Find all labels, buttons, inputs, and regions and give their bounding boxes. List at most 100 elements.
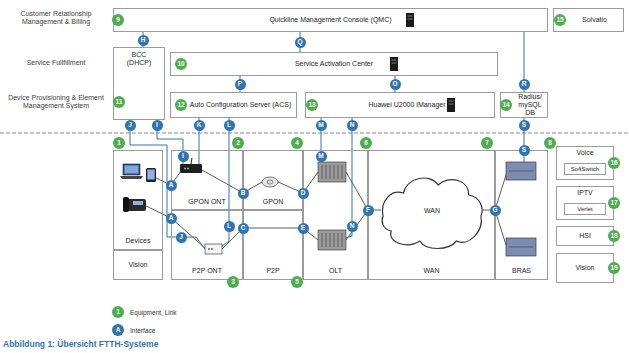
node-label: SoftSwitch: [571, 166, 599, 173]
node-label: Huawei U2000 iManager: [368, 101, 445, 109]
server-icon: [390, 57, 398, 71]
system-box: BCC (DHCP): [113, 47, 165, 120]
interface-letter: L: [224, 120, 235, 131]
interface-letter: I: [178, 151, 189, 162]
node-label: Verlet: [577, 206, 592, 213]
interface-letter: D: [298, 188, 309, 199]
equipment-number: 13: [306, 99, 318, 111]
equipment-number: 7: [481, 137, 493, 149]
node-label: IPTV: [577, 189, 593, 197]
layer-label: Device Provisioning & Element Management…: [4, 94, 108, 111]
service-box: HSI: [556, 226, 614, 246]
interface-wire: [171, 150, 524, 249]
interface-letter: A: [166, 180, 177, 191]
olt-icon: [318, 162, 346, 182]
service-box: VoiceSoftSwitch: [556, 146, 614, 180]
equipment-number: 18: [608, 230, 620, 242]
equipment-number: 15: [554, 14, 566, 26]
equipment-box: P2P: [243, 210, 303, 280]
splitter-icon: [262, 177, 278, 187]
interface-link: [130, 120, 171, 237]
interface-link: [229, 118, 230, 210]
equipment-box: OLT: [303, 150, 368, 280]
equipment-number: 6: [360, 137, 372, 149]
olt-icon: [318, 230, 346, 250]
legend-text: Interface: [130, 327, 155, 334]
node-label: HSI: [579, 232, 591, 240]
node-label: OLT: [329, 267, 342, 275]
service-box: IPTV Verlet: [556, 186, 614, 220]
interface-letter: I: [152, 120, 163, 131]
layer-label: Service Fullfillment: [4, 59, 108, 67]
interface-letter: R: [519, 79, 530, 90]
node-label: Auto Configuration Server (ACS): [190, 101, 292, 109]
platform-box: Verlet: [564, 203, 606, 215]
phone-icon: [123, 197, 146, 212]
equipment-box: GPON: [243, 150, 303, 210]
equipment-number: 11: [113, 96, 125, 108]
server-icon: [406, 13, 414, 27]
equipment-number: 9: [112, 14, 124, 26]
bras-icon: [506, 238, 536, 256]
node-label: Vision: [129, 261, 148, 269]
legend-item: Equipment, Link: [112, 306, 177, 318]
equipment-number: 16: [608, 157, 620, 169]
equipment-box: P2P ONT: [171, 210, 243, 280]
interface-letter: F: [363, 205, 374, 216]
laptop-icon: [120, 164, 143, 179]
figure-caption: Abbildung 1: Übersicht FTTH-Systeme: [3, 339, 158, 349]
interface-letter: G: [490, 205, 501, 216]
interface-letter: E: [298, 223, 309, 234]
interface-letter: B: [238, 188, 249, 199]
interface-letter: N: [347, 221, 358, 232]
node-label: Radius/ mySQL DB: [513, 93, 547, 117]
node-label: P2P ONT: [192, 267, 222, 275]
system-box: Service Activation Center: [170, 52, 498, 76]
interface-letter: C: [238, 223, 249, 234]
interface-letter: P: [235, 79, 246, 90]
equipment-number: 3: [227, 276, 239, 288]
legend-symbol-text: 1: [112, 306, 124, 318]
p2p-device-icon: [205, 244, 222, 254]
bras-icon: [506, 162, 536, 180]
node-label: Quickline Management Console (QMC): [269, 16, 391, 24]
interface-letter: S: [519, 145, 530, 156]
equipment-box: WAN WAN: [368, 150, 495, 280]
tablet-icon: [146, 168, 156, 182]
interface-letter: S: [519, 120, 530, 131]
node-label: Voice: [576, 149, 593, 157]
equipment-box: Vision: [113, 250, 163, 280]
equipment-number: 19: [608, 262, 620, 274]
cloud-shape: [382, 178, 482, 248]
equipment-number: 17: [608, 197, 620, 209]
node-label: WAN: [424, 207, 440, 215]
interface-letter: K: [194, 120, 205, 131]
server-icon: [447, 98, 455, 112]
system-box: Quickline Management Console (QMC): [113, 8, 548, 32]
service-box: Vision: [556, 253, 614, 283]
equipment-number: 1: [113, 137, 125, 149]
node-label: Solvatio: [582, 16, 607, 24]
interface-letter: N: [347, 120, 358, 131]
wan-cloud: WAN: [381, 171, 483, 251]
node-label: GPON ONT: [188, 198, 225, 206]
platform-box: SoftSwitch: [564, 163, 606, 175]
separator-line: [0, 133, 629, 134]
interface-letter: L: [224, 221, 235, 232]
equipment-number: 14: [500, 99, 512, 111]
legend-text: Equipment, Link: [130, 309, 177, 316]
equipment-number: 4: [291, 137, 303, 149]
node-label: WAN: [423, 267, 439, 275]
interface-letter: Q: [295, 37, 306, 48]
node-label: BCC (DHCP): [124, 51, 154, 67]
equipment-number: 12: [175, 99, 187, 111]
system-box: Huawei U2000 iManager: [305, 92, 495, 118]
node-label: GPON: [263, 198, 284, 206]
equipment-box: Devices: [113, 150, 163, 250]
layer-label: Customer Relationship Management & Billi…: [4, 10, 108, 27]
node-label: Service Activation Center: [295, 60, 373, 68]
interface-letter: H: [138, 35, 149, 46]
interface-letter: M: [316, 120, 327, 131]
interface-letter: J: [125, 120, 136, 131]
